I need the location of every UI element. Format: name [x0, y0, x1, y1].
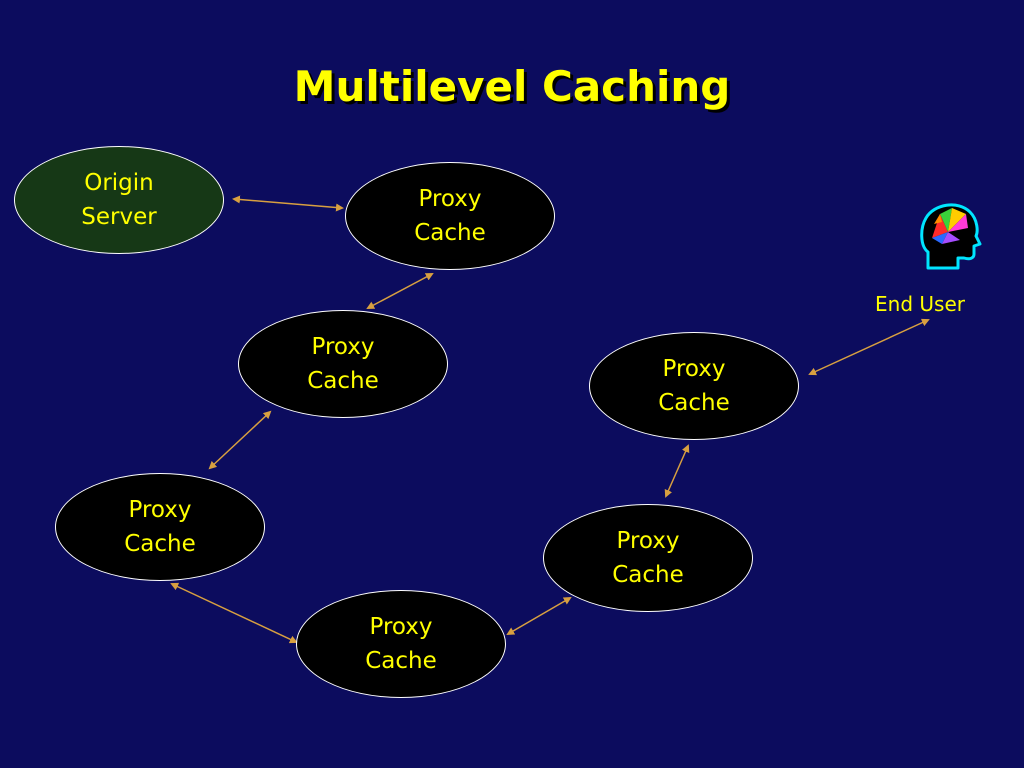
proxy-cache-label: Proxy Cache [307, 334, 379, 394]
proxy-cache-label: Proxy Cache [365, 614, 437, 674]
proxy-cache-label: Proxy Cache [124, 497, 196, 557]
proxy-cache-node-5: Proxy Cache [543, 504, 753, 612]
proxy-cache-node-1: Proxy Cache [345, 162, 555, 270]
user-head-icon [920, 203, 982, 270]
proxy-cache-label: Proxy Cache [414, 186, 486, 246]
link-origin-proxy-1 [232, 195, 344, 212]
end-user-label: End User [875, 292, 965, 316]
origin-server-label: Origin Server [81, 170, 157, 230]
proxy-cache-label: Proxy Cache [658, 356, 730, 416]
slide-title: Multilevel Caching [293, 62, 731, 111]
link-proxy-5-proxy-6 [664, 444, 690, 498]
proxy-cache-label: Proxy Cache [612, 528, 684, 588]
link-proxy-6-end-user [808, 318, 930, 376]
proxy-cache-node-4: Proxy Cache [296, 590, 506, 698]
link-proxy-2-proxy-3 [208, 410, 272, 470]
proxy-cache-node-2: Proxy Cache [238, 310, 448, 418]
link-proxy-4-proxy-5 [506, 596, 572, 636]
link-proxy-3-proxy-4 [170, 582, 298, 644]
proxy-cache-node-6: Proxy Cache [589, 332, 799, 440]
origin-server-node: Origin Server [14, 146, 224, 254]
link-proxy-1-proxy-2 [366, 273, 434, 309]
proxy-cache-node-3: Proxy Cache [55, 473, 265, 581]
